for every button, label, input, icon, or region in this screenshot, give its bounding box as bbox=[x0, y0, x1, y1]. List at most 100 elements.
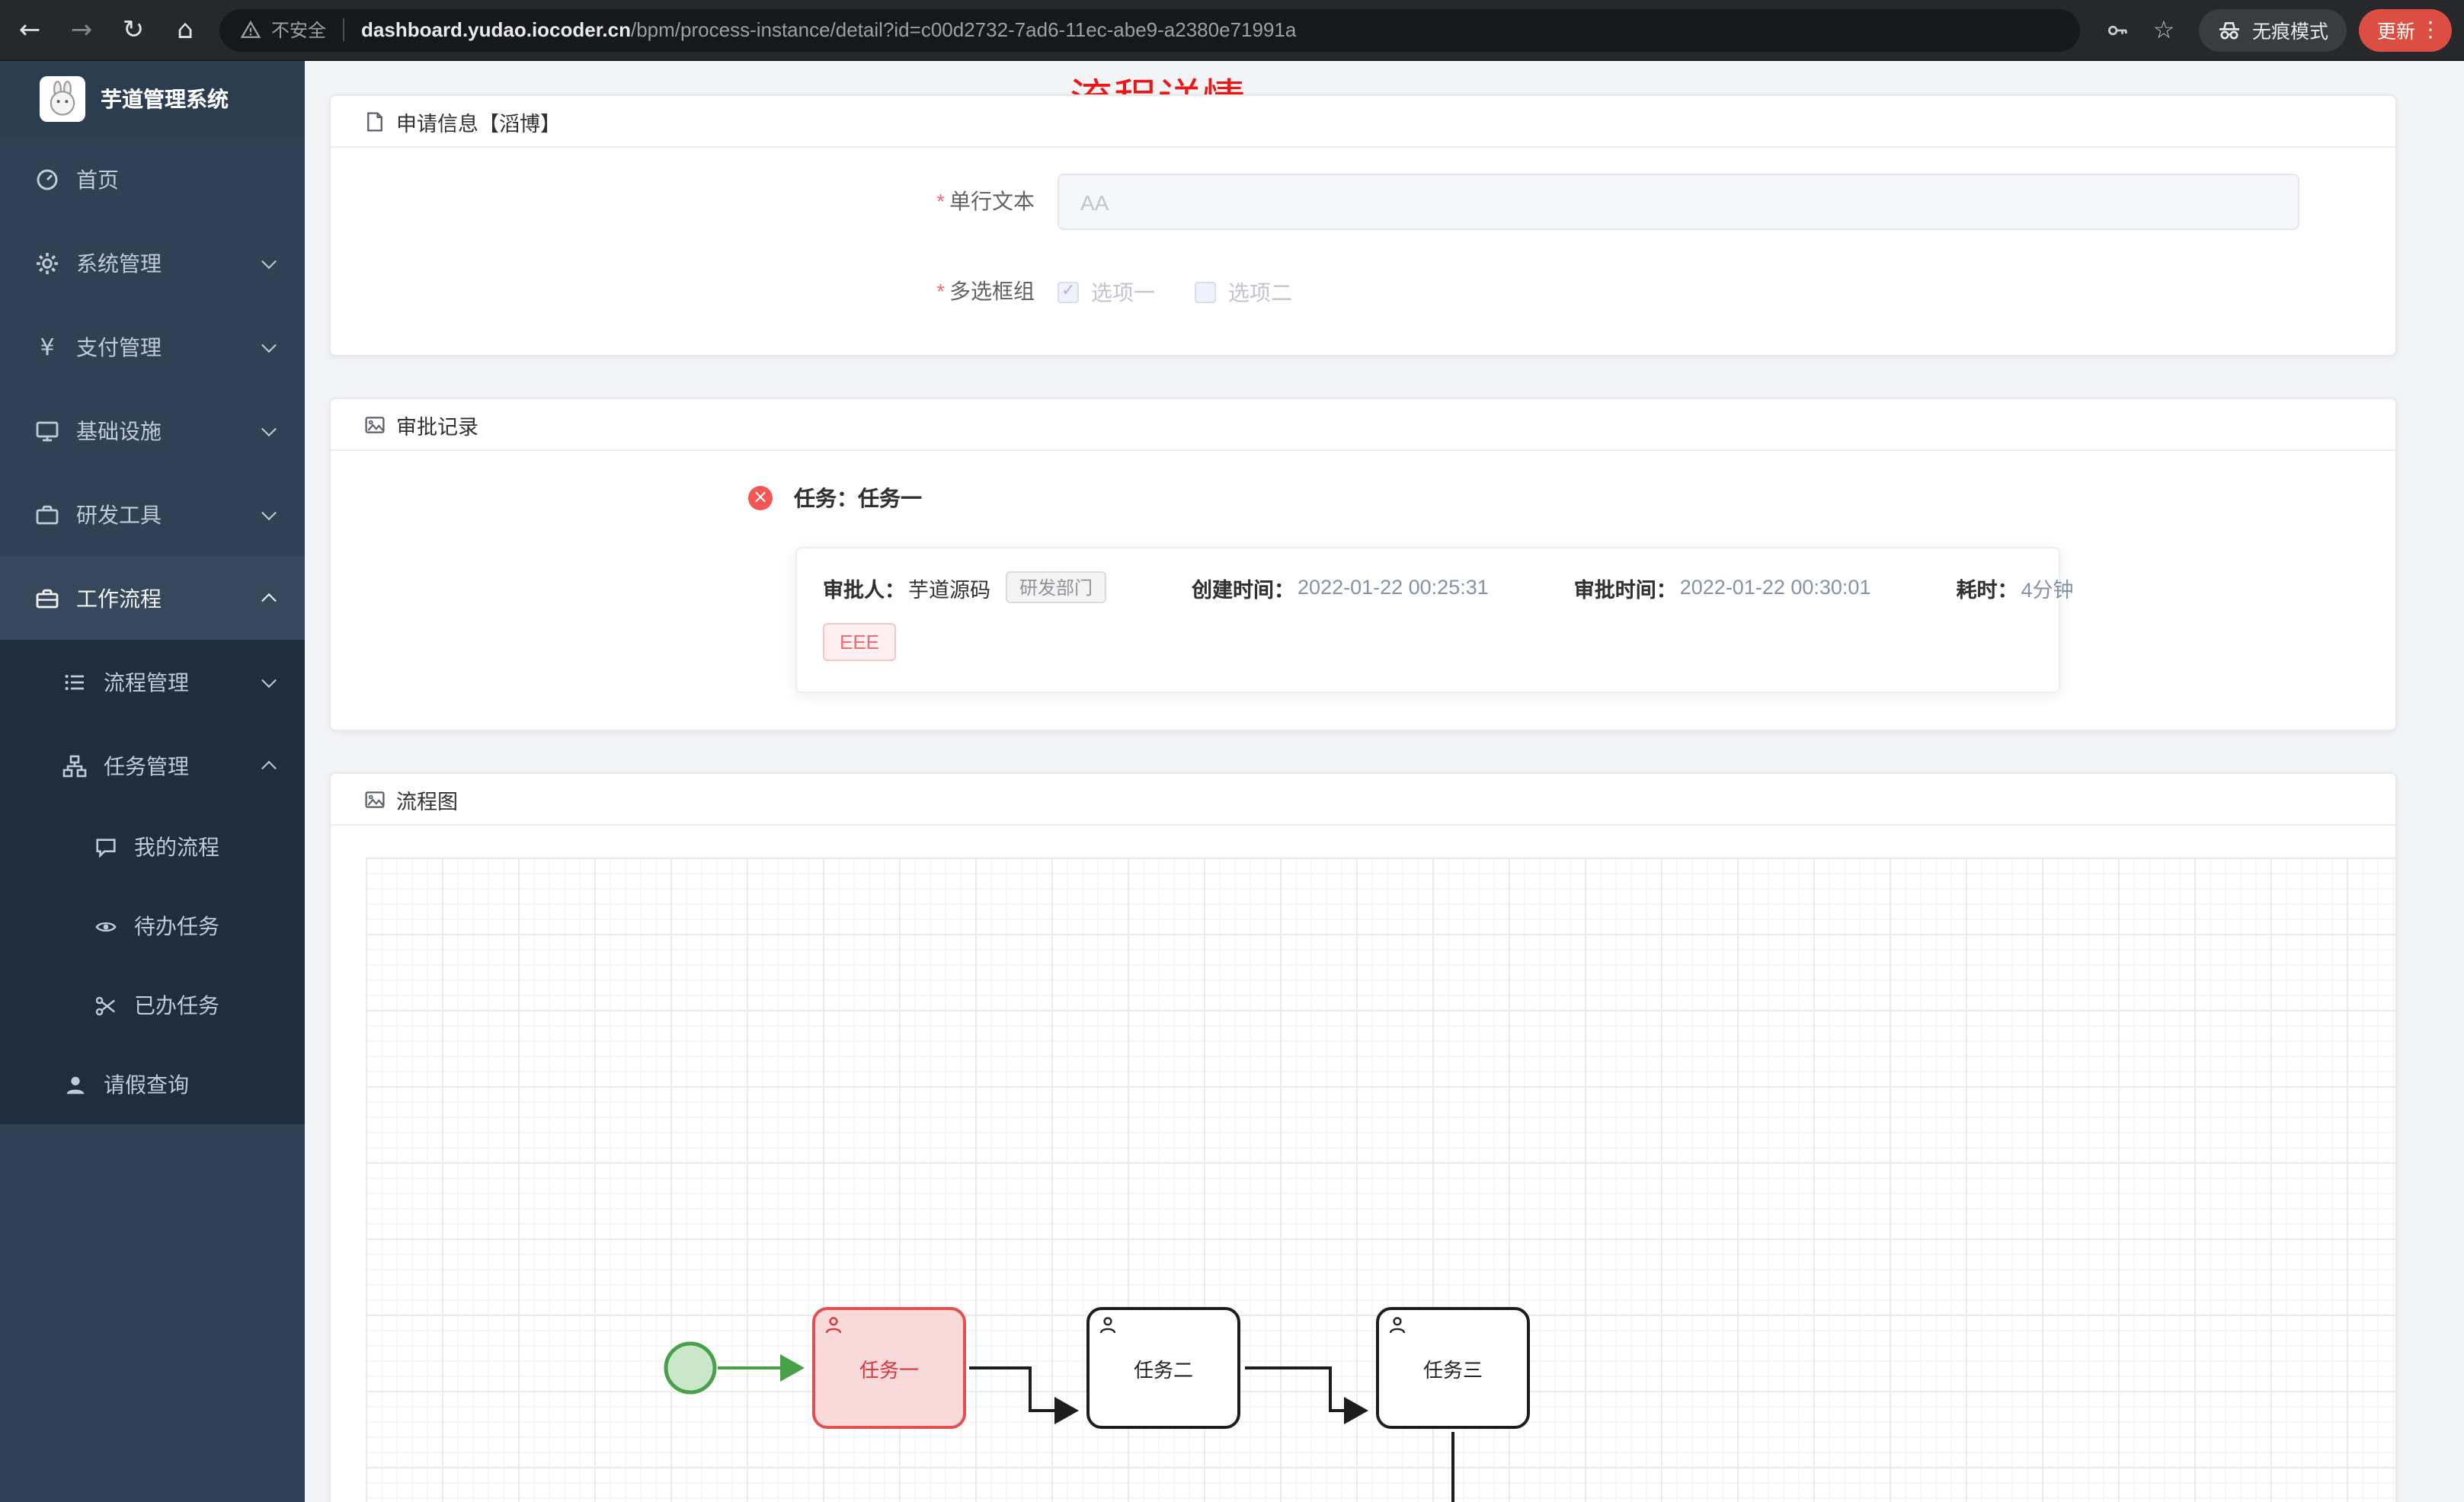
forward-button[interactable]: → bbox=[59, 8, 104, 52]
bpmn-task-node-3[interactable]: 任务三 bbox=[1376, 1307, 1530, 1429]
checkbox-option-2: 选项二 bbox=[1195, 276, 1292, 307]
chevron-down-icon bbox=[261, 420, 277, 436]
sidebar-item-label: 任务管理 bbox=[104, 753, 189, 778]
flow-task1-to-task2 bbox=[969, 1366, 1079, 1424]
url-path: /bpm/process-instance/detail?id=c00d2732… bbox=[631, 18, 1297, 41]
sidebar-item-payment[interactable]: ¥ 支付管理 bbox=[0, 305, 305, 388]
gear-icon bbox=[34, 251, 61, 275]
back-icon: ← bbox=[18, 14, 41, 45]
flow-task2-to-task3 bbox=[1245, 1366, 1368, 1424]
org-tree-icon bbox=[61, 753, 88, 778]
text-field-label: *单行文本 bbox=[936, 189, 1035, 213]
required-mark: * bbox=[936, 279, 945, 303]
address-bar[interactable]: 不安全 dashboard.yudao.iocoder.cn/bpm/proce… bbox=[219, 8, 2080, 51]
home-button[interactable]: ⌂ bbox=[163, 8, 207, 52]
sidebar-item-system[interactable]: 系统管理 bbox=[0, 221, 305, 305]
sidebar-logo: 芋道管理系统 bbox=[0, 61, 305, 137]
sidebar-item-label: 待办任务 bbox=[134, 914, 219, 938]
sidebar-item-label: 研发工具 bbox=[76, 502, 162, 526]
create-time-value: 2022-01-22 00:25:31 bbox=[1298, 576, 1489, 599]
bpmn-task-node-2[interactable]: 任务二 bbox=[1086, 1307, 1240, 1429]
app-logo-avatar bbox=[40, 76, 85, 122]
sidebar-item-label: 我的流程 bbox=[134, 835, 219, 859]
duration-value: 4分钟 bbox=[2021, 578, 2074, 601]
sidebar-item-home[interactable]: 首页 bbox=[0, 137, 305, 221]
start-event-node[interactable] bbox=[664, 1341, 717, 1395]
sidebar-item-workflow[interactable]: 工作流程 bbox=[0, 556, 305, 640]
checkbox-group: 选项一 选项二 bbox=[1058, 264, 1332, 320]
sidebar-item-label: 支付管理 bbox=[76, 334, 162, 359]
incognito-spy-icon bbox=[2219, 21, 2239, 39]
sidebar-item-label: 系统管理 bbox=[76, 251, 162, 275]
refresh-button[interactable]: ↻ bbox=[111, 8, 155, 52]
approver-field: 审批人： 芋道源码 研发部门 bbox=[823, 571, 1107, 603]
task-rejected-icon: × bbox=[748, 486, 773, 510]
back-button[interactable]: ← bbox=[8, 8, 52, 52]
diagram-card-header: 流程图 bbox=[331, 774, 2395, 826]
sidebar-item-todo-tasks[interactable]: 待办任务 bbox=[0, 887, 305, 966]
sidebar-item-task-management[interactable]: 任务管理 bbox=[0, 724, 305, 807]
key-icon bbox=[2107, 24, 2127, 35]
refresh-icon: ↻ bbox=[122, 14, 145, 45]
record-icon bbox=[365, 416, 385, 433]
incognito-badge[interactable]: 无痕模式 bbox=[2198, 8, 2347, 51]
approval-fields-row: 审批人： 芋道源码 研发部门 创建时间： 2022-01-22 00:25:31… bbox=[823, 571, 2074, 603]
approval-reason-tag: EEE bbox=[823, 623, 897, 661]
browser-update-menu-button[interactable]: 更新 ⋮ bbox=[2358, 8, 2452, 51]
approval-card-header: 审批记录 bbox=[331, 399, 2395, 451]
checkbox-label: 选项二 bbox=[1228, 280, 1292, 304]
approver-name: 芋道源码 bbox=[908, 578, 990, 601]
list-icon bbox=[61, 670, 88, 694]
security-label: 不安全 bbox=[271, 20, 327, 41]
star-icon: ☆ bbox=[2152, 15, 2175, 44]
create-time-field: 创建时间： 2022-01-22 00:25:31 bbox=[1192, 576, 1489, 601]
apply-info-card-header: 申请信息【滔博】 bbox=[331, 96, 2395, 148]
chevron-down-icon bbox=[261, 253, 277, 269]
main-content: 流程详情 申请信息【滔博】 *单行文本 *多选框组 选项一 选项二 bbox=[305, 61, 2464, 1502]
sidebar-item-devtools[interactable]: 研发工具 bbox=[0, 472, 305, 556]
sidebar-item-label: 基础设施 bbox=[76, 418, 162, 443]
password-key-button[interactable] bbox=[2095, 7, 2141, 53]
update-label: 更新 bbox=[2376, 21, 2415, 43]
sidebar-item-label: 首页 bbox=[76, 167, 119, 191]
monitor-icon bbox=[34, 418, 61, 443]
chevron-up-icon bbox=[261, 759, 277, 775]
checkbox-icon bbox=[1195, 281, 1216, 302]
bpmn-canvas[interactable]: 任务一 任务二 任务三 bbox=[366, 858, 2395, 1502]
sidebar-item-my-processes[interactable]: 我的流程 bbox=[0, 807, 305, 887]
required-mark: * bbox=[936, 189, 945, 213]
sidebar-item-infrastructure[interactable]: 基础设施 bbox=[0, 388, 305, 472]
document-icon bbox=[367, 111, 382, 131]
sidebar-item-leave-query[interactable]: 请假查询 bbox=[0, 1045, 305, 1124]
sidebar-item-label: 工作流程 bbox=[76, 586, 162, 610]
department-tag: 研发部门 bbox=[1006, 571, 1107, 603]
checkbox-label: 选项一 bbox=[1091, 280, 1155, 304]
app-title: 芋道管理系统 bbox=[101, 87, 229, 111]
bpmn-connectors bbox=[664, 1341, 1454, 1502]
sidebar-item-done-tasks[interactable]: 已办任务 bbox=[0, 966, 305, 1045]
approve-time-field: 审批时间： 2022-01-22 00:30:01 bbox=[1573, 576, 1871, 601]
task-title: 任务：任务一 bbox=[794, 486, 922, 510]
sidebar-item-process-management[interactable]: 流程管理 bbox=[0, 640, 305, 724]
browser-toolbar: ← → ↻ ⌂ 不安全 dashboard.yudao.iocoder.cn/b… bbox=[0, 0, 2464, 61]
single-line-text-input bbox=[1058, 174, 2299, 230]
duration-field: 耗时： 4分钟 bbox=[1956, 572, 2073, 602]
checkbox-icon bbox=[1058, 280, 1079, 302]
divider bbox=[343, 18, 345, 41]
bpmn-task-node-1[interactable]: 任务一 bbox=[812, 1307, 966, 1429]
sidebar-item-label: 已办任务 bbox=[134, 993, 219, 1018]
chevron-down-icon bbox=[261, 504, 277, 520]
approval-record-card: 审批记录 × 任务：任务一 审批人： 芋道源码 研发部门 创建时间： 2022-… bbox=[329, 398, 2397, 731]
process-diagram-card: 流程图 任务一 bbox=[329, 772, 2397, 1502]
approval-detail-card: 审批人： 芋道源码 研发部门 创建时间： 2022-01-22 00:25:31… bbox=[795, 547, 2074, 693]
url-text: dashboard.yudao.iocoder.cn/bpm/process-i… bbox=[361, 18, 1296, 41]
bookmark-star-button[interactable]: ☆ bbox=[2141, 7, 2187, 53]
user-icon bbox=[61, 1073, 88, 1096]
card-header-label: 流程图 bbox=[396, 790, 458, 813]
chat-bubble-icon bbox=[91, 836, 119, 858]
scissors-icon bbox=[91, 994, 119, 1017]
card-header-label: 申请信息【滔博】 bbox=[396, 112, 561, 135]
diagram-icon bbox=[365, 791, 385, 807]
chevron-up-icon bbox=[261, 592, 277, 608]
